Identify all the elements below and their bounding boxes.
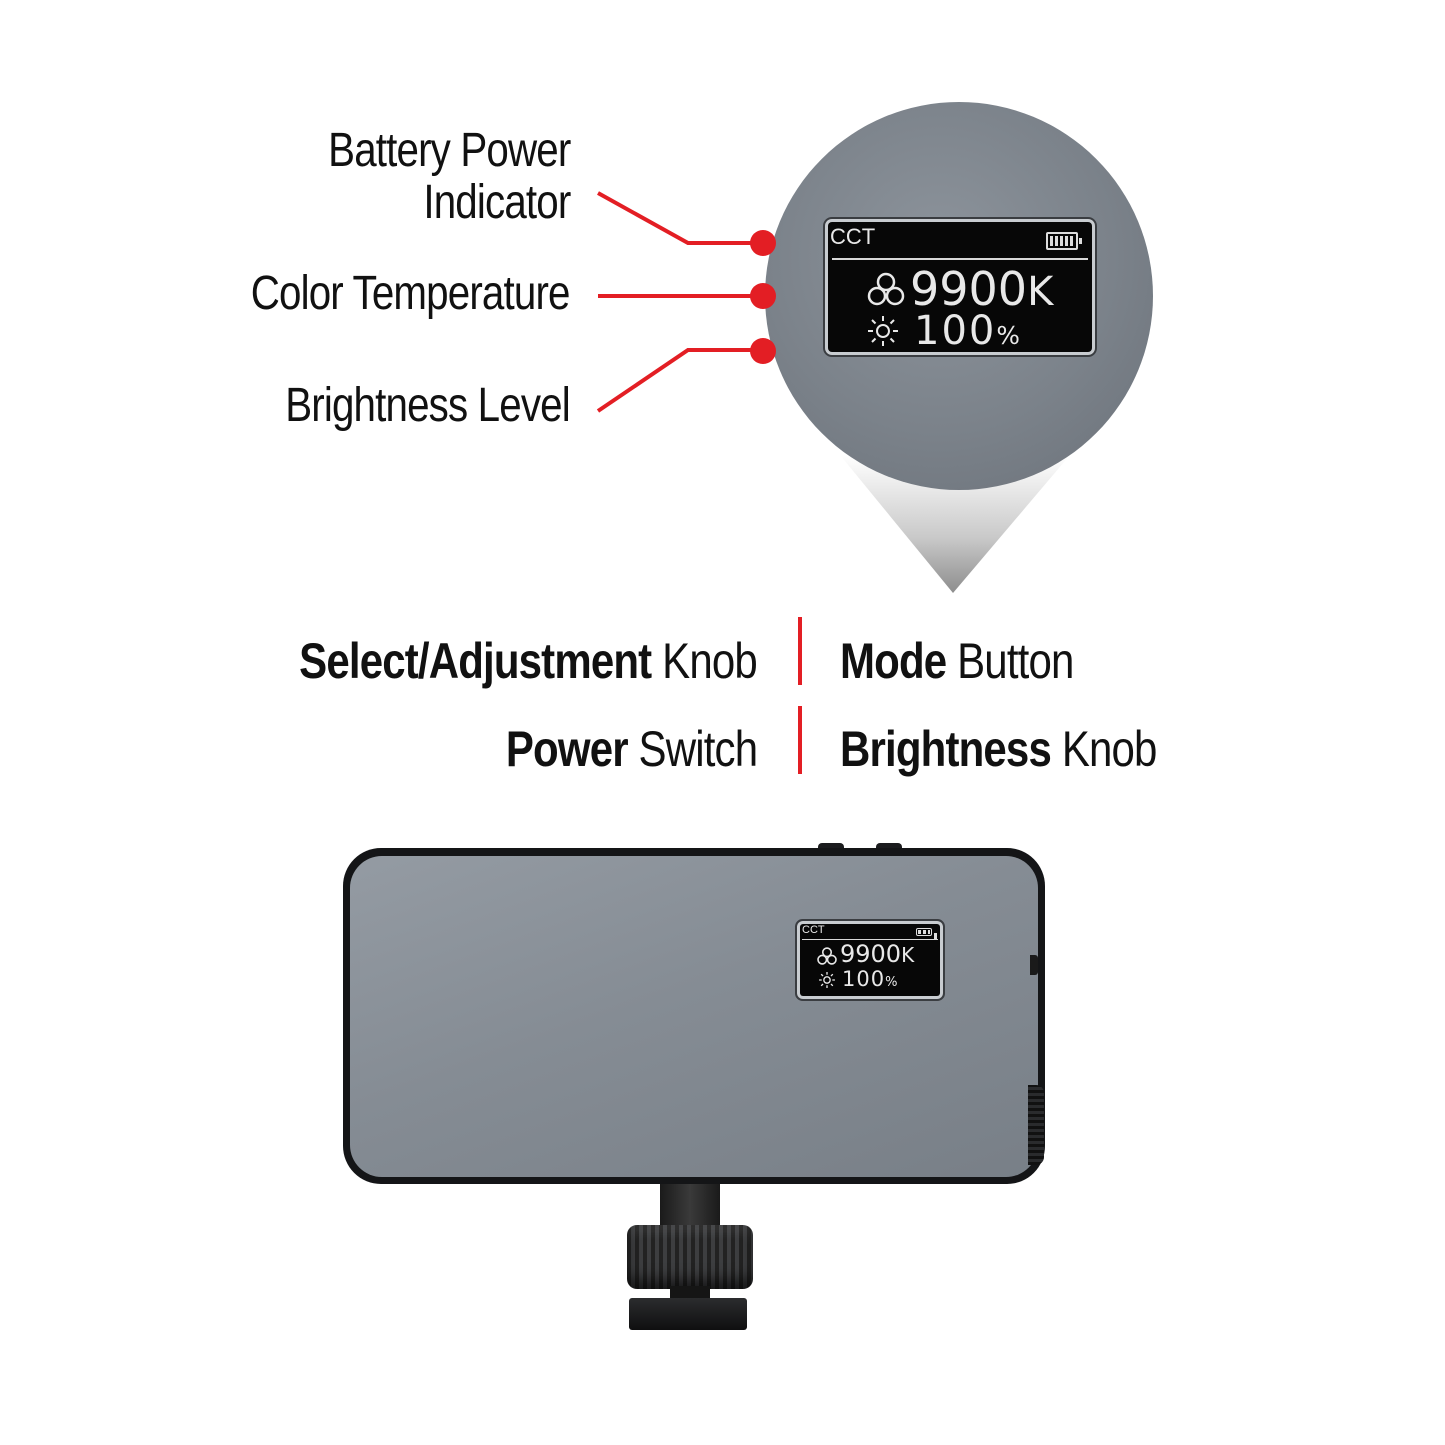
device-display-mode-label: CCT: [802, 924, 825, 936]
callout-battery-line1: Battery Power: [327, 124, 571, 177]
callout-dot-battery: [750, 230, 776, 256]
legend-divider-top: [798, 617, 802, 685]
led-light-device: [343, 848, 1045, 1184]
power-switch[interactable]: [1030, 955, 1038, 975]
device-color-temperature-readout: 9900K: [840, 940, 914, 968]
device-brightness-unit: %: [885, 975, 899, 990]
legend-brightness-bold: Brightness: [840, 721, 1052, 777]
legend-power-bold: Power: [505, 721, 629, 777]
brightness-value: 100: [914, 308, 997, 352]
callout-dots: [750, 230, 776, 364]
callout-color-temperature: Color Temperature: [251, 267, 571, 320]
device-brightness-sun-icon: [819, 972, 835, 988]
leader-line-battery: [597, 191, 762, 245]
color-temperature-unit: K: [1027, 269, 1054, 315]
callout-brightness-level: Brightness Level: [285, 379, 570, 432]
device-color-temperature-icon: [817, 947, 837, 965]
zoomed-display-screen: CCT 9900K 100%: [828, 222, 1092, 352]
display-mode-label: CCT: [830, 224, 876, 249]
legend-brightness-knob: Brightness Knob: [840, 720, 1157, 778]
device-battery-icon: [916, 928, 937, 939]
legend-mode-button: Mode Button: [840, 632, 1074, 690]
legend-select-adjustment-knob: Select/Adjustment Knob: [299, 632, 758, 690]
device-color-temperature-value: 9900: [840, 940, 902, 968]
callout-dot-brightness: [750, 338, 776, 364]
legend-brightness-rest: Knob: [1050, 721, 1158, 777]
legend-select-bold: Select/Adjustment: [299, 633, 652, 689]
color-temperature-value: 9900: [910, 262, 1028, 316]
callout-battery-power-indicator: Battery Power Indicator: [327, 124, 571, 229]
legend-mode-bold: Mode: [840, 633, 947, 689]
display-divider: [832, 258, 1088, 260]
battery-level-bars: [1050, 236, 1074, 246]
mount-lock-knob[interactable]: [627, 1225, 753, 1289]
mount-stem: [660, 1184, 720, 1228]
brightness-unit: %: [996, 321, 1022, 350]
mount-neck: [670, 1286, 710, 1300]
device-display-screen: CCT 9900K 100%: [800, 924, 940, 996]
legend-power-rest: Switch: [627, 721, 758, 777]
brightness-sun-icon: [868, 316, 898, 346]
leader-line-brightness: [596, 348, 762, 413]
battery-icon: [1046, 232, 1082, 250]
legend-divider-bottom: [798, 706, 802, 774]
device-color-temperature-unit: K: [901, 943, 915, 967]
device-brightness-readout: 100%: [842, 967, 898, 991]
legend-mode-rest: Button: [946, 633, 1074, 689]
device-brightness-value: 100: [842, 967, 886, 991]
zoom-pointer-cone: [840, 455, 1070, 593]
device-battery-level-bars: [918, 930, 930, 934]
legend-power-switch: Power Switch: [505, 720, 758, 778]
brightness-readout: 100%: [914, 308, 1022, 352]
color-temperature-icon: [867, 272, 905, 306]
cold-shoe-foot: [629, 1298, 747, 1330]
callout-leader-lines: [596, 191, 762, 413]
color-temperature-readout: 9900K: [910, 262, 1053, 316]
device-display-divider: [802, 939, 938, 940]
device-front-panel: [350, 856, 1038, 1177]
brightness-knob[interactable]: [1028, 1085, 1044, 1165]
legend-select-rest: Knob: [651, 633, 758, 689]
callout-battery-line2: Indicator: [422, 176, 571, 229]
callout-dot-color-temperature: [750, 283, 776, 309]
